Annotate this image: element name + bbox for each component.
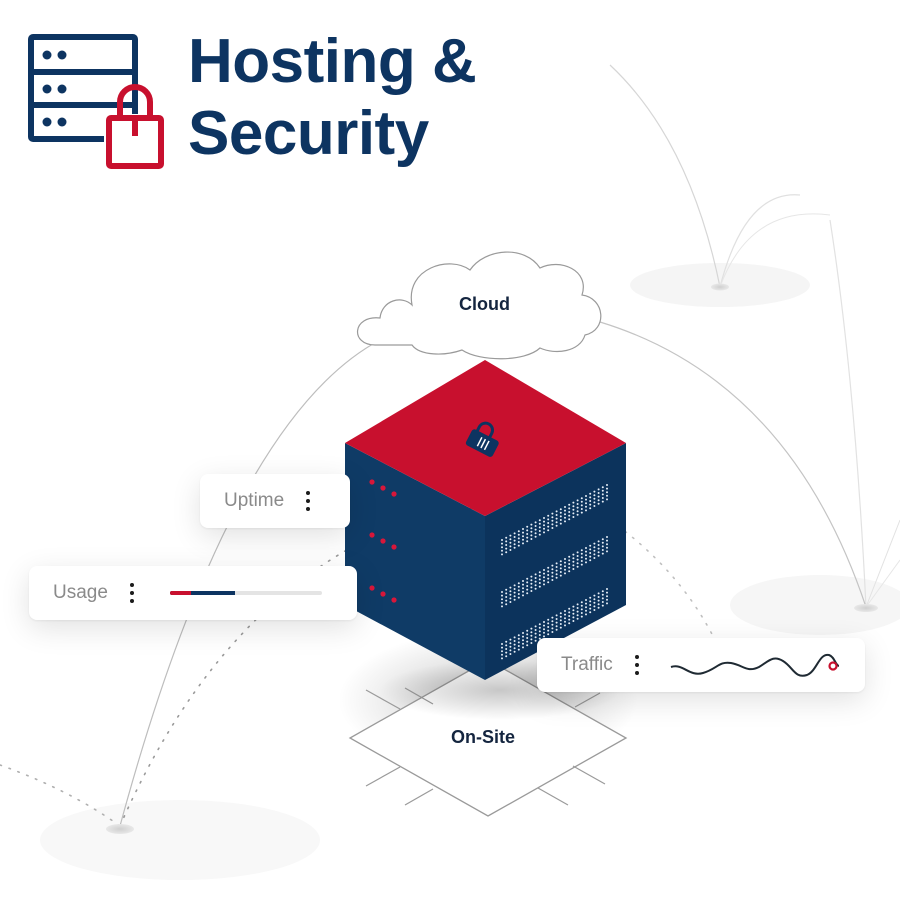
kebab-menu-icon[interactable] — [306, 491, 311, 511]
vent-grilles — [501, 484, 608, 660]
wave-sparkline — [670, 653, 839, 677]
usage-bar-blue-segment — [169, 591, 236, 595]
connection-arc — [719, 213, 831, 288]
page-title: Hosting & Security — [188, 26, 477, 170]
kebab-menu-icon[interactable] — [634, 655, 639, 675]
usage-bar-red-segment — [169, 591, 192, 595]
onsite-label: On-Site — [451, 727, 516, 747]
endpoint-dot — [854, 604, 878, 612]
usage-card[interactable]: Usage — [29, 566, 357, 620]
server-lock-icon — [28, 34, 166, 170]
traffic-label: Traffic — [561, 654, 613, 675]
status-led — [380, 485, 386, 491]
title-line-2: Security — [188, 99, 429, 168]
status-led — [380, 591, 386, 597]
connection-arc — [599, 321, 867, 608]
connection-arc — [865, 559, 900, 608]
uptime-label: Uptime — [224, 490, 285, 511]
connection-arc — [719, 194, 801, 288]
usage-progress-bar — [169, 591, 322, 595]
status-leds — [369, 479, 397, 603]
status-led — [391, 597, 397, 603]
status-led — [369, 585, 375, 591]
connection-arc — [865, 519, 900, 608]
server-cube-icon — [345, 360, 626, 720]
uptime-card[interactable]: Uptime — [200, 474, 350, 528]
status-led — [391, 491, 397, 497]
traffic-endpoint — [828, 661, 838, 671]
floor-glow — [40, 800, 320, 880]
traffic-wave-line — [670, 653, 839, 677]
usage-label: Usage — [53, 582, 108, 603]
padlock-icon — [465, 421, 499, 457]
floor-glow — [730, 575, 900, 635]
traffic-card[interactable]: Traffic — [537, 638, 865, 692]
kebab-menu-icon[interactable] — [129, 583, 134, 603]
connection-arc — [609, 64, 721, 288]
endpoint-dot — [106, 824, 134, 834]
status-led — [391, 544, 397, 550]
cloud-label: Cloud — [459, 294, 510, 314]
endpoint-dot — [711, 283, 729, 291]
cloud-icon — [357, 251, 602, 360]
status-led — [369, 532, 375, 538]
status-led — [380, 538, 386, 544]
connection-arc — [829, 219, 867, 608]
status-led — [369, 479, 375, 485]
title-line-1: Hosting & — [188, 27, 477, 96]
